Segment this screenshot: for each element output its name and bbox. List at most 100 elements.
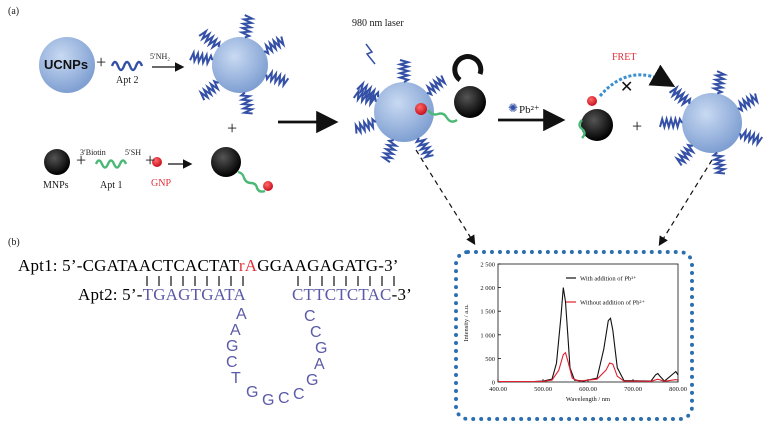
dashed-arrow-right — [658, 159, 713, 247]
fret-blocked-icon: ✕ — [620, 79, 633, 96]
x-tick-label: 800.00 — [669, 386, 687, 393]
x-axis-label: Wavelength / nm — [566, 396, 610, 403]
loop-letter-14: C — [304, 308, 316, 325]
loop-letter-12: G — [315, 340, 328, 357]
apt2-coil — [710, 151, 728, 175]
mnp-apt1-gnp-conjugate — [211, 147, 273, 193]
apt2-coil — [198, 28, 221, 51]
apt2-coil — [396, 59, 412, 83]
assembled-complex — [374, 54, 486, 142]
plus-sign-2: + — [227, 118, 238, 138]
x-tick-label: 400.00 — [489, 386, 507, 393]
legend-label: With addition of Pb²⁺ — [580, 276, 637, 283]
pb-star-icon: ✺ — [508, 101, 518, 115]
apt1-sequence: Apt1: 5’-CGATAACTCACTATrAGGAAGAGATG-3’ — [18, 256, 399, 276]
sh-label: 5′SH — [125, 148, 141, 157]
gnp-label: GNP — [151, 178, 172, 189]
loop-letter-4: C — [226, 354, 238, 371]
loop-letter-7: G — [262, 392, 275, 409]
apt2-coil — [674, 143, 696, 166]
y-tick-label: 500 — [485, 356, 495, 363]
mnp-particle — [44, 149, 70, 175]
apt2-coil — [238, 91, 256, 115]
laser-bolt-icon — [365, 43, 376, 65]
loop-letter-5: T — [231, 370, 241, 387]
x-tick-label: 500.00 — [534, 386, 552, 393]
apt2-strand — [110, 60, 144, 72]
dashed-arrow-left — [415, 149, 476, 246]
fret-label: FRET — [612, 52, 637, 63]
biotin-label: 3′Biotin — [80, 148, 106, 157]
y-axis-label: Intensity / a.u. — [463, 304, 470, 342]
loop-letter-13: C — [310, 324, 322, 341]
mnps-label: MNPs — [43, 180, 69, 191]
y-tick-label: 2 500 — [480, 262, 495, 269]
apt2-sequence: Apt2: 5’-TGAGTGATA CTTCTCTAC-3’ — [78, 285, 412, 305]
x-tick-label: 600.00 — [579, 386, 597, 393]
plus-sign-4: + — [76, 150, 87, 170]
legend-label: Without addition of Pb²⁺ — [580, 300, 645, 307]
loop-letter-9: C — [293, 386, 305, 403]
apt2-coil — [379, 139, 400, 164]
plus-sign-3: + — [632, 116, 643, 136]
spectrum-chart-frame: 0 500 1 000 1 500 2 000 2 500 400.00 500.00 600.… — [454, 250, 694, 421]
ucnp-apt2-conjugate — [212, 37, 268, 93]
apt2-right-arm: CTTCTCTAC — [291, 285, 392, 304]
apt2-coil — [739, 127, 764, 148]
apt1-cleavage-site: rA — [238, 256, 258, 275]
gnp-particle — [152, 157, 162, 167]
panel-b-label: (b) — [8, 237, 20, 248]
loop-letter-10: G — [306, 372, 319, 389]
apt2-label: Apt 2 — [116, 75, 139, 86]
apt1-strand — [94, 159, 128, 169]
apt2-coil — [669, 85, 692, 107]
apt2-modification-label: 5′NH₂ — [150, 52, 171, 61]
pb-label: Pb²⁺ — [519, 104, 540, 116]
apt2-coil — [263, 35, 286, 56]
apt2-coil — [352, 87, 377, 108]
free-ucnp-particle — [682, 93, 742, 153]
series-line-with-pb — [498, 287, 679, 383]
plus-sign-1: + — [96, 52, 107, 72]
apt2-coil — [237, 14, 256, 39]
y-tick-label: 0 — [492, 380, 495, 387]
apt2-coil — [354, 116, 377, 136]
ucnp-particle — [39, 37, 95, 93]
released-mnp-fragment — [578, 96, 613, 141]
plus-sign-5: + — [145, 150, 156, 170]
apt1-sequence-suffix: GGAAGAGATG-3’ — [257, 256, 399, 275]
apt2-coil — [189, 49, 214, 68]
y-tick-label: 1 000 — [480, 332, 495, 339]
apt1-sequence-prefix: Apt1: 5’-CGATAACTCACTAT — [18, 256, 239, 275]
apt2-sequence-end: -3’ — [391, 285, 413, 304]
laser-label: 980 nm laser — [352, 18, 404, 29]
loop-letter-6: G — [246, 384, 259, 401]
fret-arrow — [598, 64, 676, 97]
loop-letter-1: A — [236, 306, 247, 323]
apt2-coil — [414, 137, 435, 160]
apt2-coil — [737, 92, 760, 113]
panel-a-label: (a) — [8, 6, 20, 17]
apt2-coil — [710, 70, 729, 95]
apt2-coil — [265, 68, 290, 89]
apt2-coil — [198, 79, 221, 101]
emission-spectrum-chart: 0 500 1 000 1 500 2 000 2 500 400.00 500.00 600.… — [463, 262, 687, 404]
y-tick-label: 1 500 — [480, 309, 495, 316]
apt2-coil — [659, 115, 683, 131]
apt2-sequence-prefix: Apt2: 5’- — [78, 285, 143, 304]
apt2-left-arm: TGAGTGATA — [142, 285, 246, 304]
loop-letter-2: A — [230, 322, 241, 339]
ucnps-label: UCNPs — [44, 57, 89, 72]
x-tick-label: 700.00 — [624, 386, 642, 393]
magnet-icon — [452, 54, 484, 83]
series-line-without-pb — [498, 351, 679, 383]
apt2-coil — [425, 75, 448, 97]
apt1-label: Apt 1 — [100, 180, 123, 191]
loop-letter-8: C — [278, 390, 290, 407]
loop-letter-11: A — [314, 356, 325, 373]
base-pair-ticks — [146, 276, 395, 286]
apt2-coil — [356, 80, 380, 102]
y-tick-label: 2 000 — [480, 285, 495, 292]
